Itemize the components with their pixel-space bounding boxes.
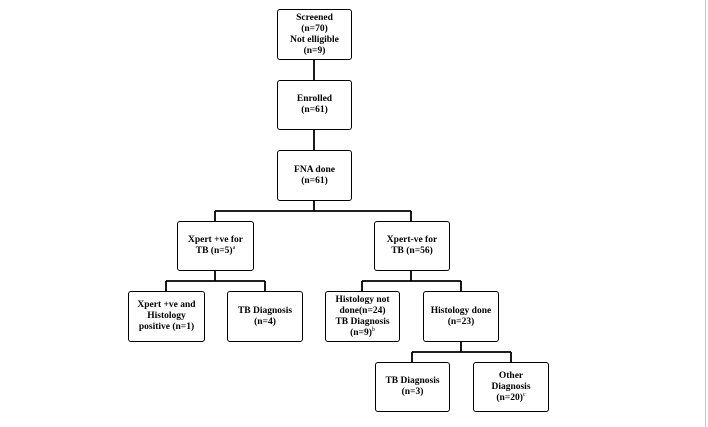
node-histology-not-done: Histology not done(n=24) TB Diagnosis (n…: [325, 291, 400, 342]
node-other-diag-line2: Diagnosis: [491, 381, 531, 392]
node-xpert-negative-count: TB (n=56): [391, 246, 433, 256]
node-histo-not-done-tb-label: TB Diagnosis: [335, 316, 390, 327]
frame-border: [705, 0, 706, 427]
node-screened-count: (n=70): [301, 23, 328, 34]
footnote-c: c: [522, 391, 526, 398]
node-histo-not-done-count: done(n=24): [339, 305, 386, 316]
node-histo-not-done-tb-count: (n=9)b: [350, 326, 375, 338]
node-screened: Screened (n=70) Not elligible (n=9): [277, 9, 352, 60]
node-xpert-pos-histology-pos: Xpert +ve and Histology positive (n=1): [128, 291, 205, 342]
node-histo-not-done-label: Histology not: [335, 294, 390, 305]
node-fna-label: FNA done: [294, 164, 335, 175]
node-tb-diag-3-count: (n=3): [401, 387, 424, 397]
node-other-diagnosis: Other Diagnosis (n=20)c: [473, 362, 549, 412]
node-fna-done: FNA done (n=61): [277, 150, 352, 201]
node-xpert-pos-histo-line3: positive (n=1): [138, 322, 195, 332]
node-histo-done-count: (n=23): [447, 316, 475, 327]
node-enrolled-count: (n=61): [301, 105, 328, 115]
node-other-diag-count: (n=20)c: [496, 391, 526, 403]
node-enrolled: Enrolled (n=61): [277, 80, 352, 130]
node-tb-diag-4-label: TB Diagnosis: [237, 305, 293, 316]
node-xpert-negative: Xpert-ve for TB (n=56): [374, 221, 450, 271]
node-fna-count: (n=61): [301, 175, 328, 186]
node-histo-done-label: Histology done: [430, 305, 492, 316]
node-xpert-pos-histo-line2: Histology: [147, 311, 186, 321]
node-histology-done: Histology done (n=23): [423, 291, 499, 342]
footnote-b: b: [371, 326, 375, 333]
node-tb-diag-3-label: TB Diagnosis: [385, 376, 440, 386]
node-xpert-positive-label: Xpert +ve for: [187, 235, 243, 245]
node-xpert-negative-label: Xpert-ve for: [386, 235, 438, 245]
node-screened-label: Screened: [296, 12, 333, 23]
node-other-diag-line1: Other: [498, 370, 524, 381]
node-xpert-positive: Xpert +ve for TB (n=5)a: [177, 221, 254, 271]
node-xpert-pos-histo-line1: Xpert +ve and: [137, 300, 196, 310]
node-not-eligible-label: Not elligible: [290, 34, 339, 45]
node-enrolled-label: Enrolled: [296, 94, 333, 104]
node-tb-diagnosis-4: TB Diagnosis (n=4): [227, 291, 303, 342]
footnote-a: a: [232, 244, 236, 251]
node-tb-diagnosis-3: TB Diagnosis (n=3): [375, 362, 450, 412]
node-xpert-positive-count: TB (n=5)a: [195, 244, 236, 256]
node-tb-diag-4-count: (n=4): [254, 316, 276, 327]
node-not-eligible-count: (n=9): [303, 45, 326, 56]
